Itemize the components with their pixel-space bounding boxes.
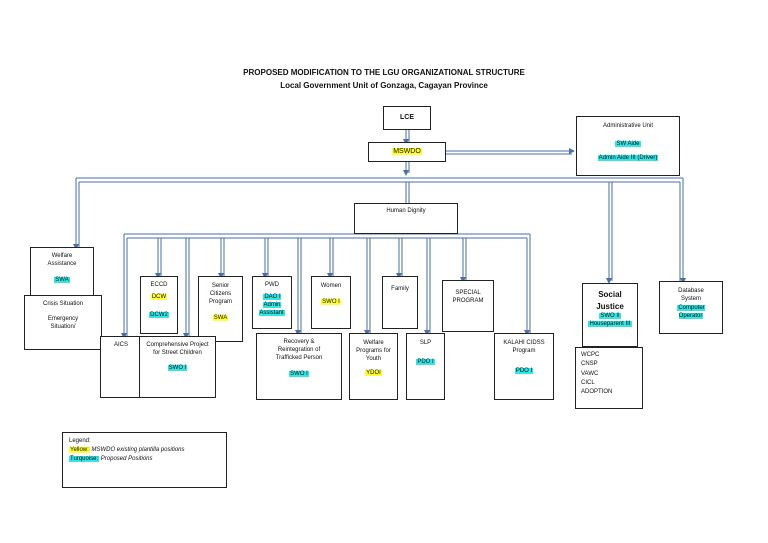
senior-citizens-position: SWA bbox=[212, 315, 229, 322]
crisis-line2: Emergency Situation/ bbox=[47, 316, 79, 331]
crisis-line1: Crisis Situation bbox=[42, 301, 83, 307]
database-system-box: Database System Computer Operator bbox=[659, 281, 723, 334]
mswdo-box: MSWDO bbox=[368, 142, 446, 162]
slp-position: PDO I bbox=[416, 359, 435, 366]
kalahi-cidss-box: KALAHI CIDSS Program PDO I bbox=[494, 333, 554, 400]
kalahi-cidss-title: KALAHI CIDSS Program bbox=[503, 340, 545, 355]
family-box: Family bbox=[382, 276, 418, 329]
women-box: Women SWO I bbox=[311, 276, 351, 329]
pwd-title: PWD bbox=[265, 282, 279, 288]
dcw2-position: DCW2 bbox=[149, 312, 169, 319]
kalahi-cidss-position: PDO I bbox=[514, 368, 534, 375]
comprehensive-project-position: SWO I bbox=[167, 365, 188, 372]
pwd-box: PWD DAO I Admin Assistant bbox=[252, 276, 292, 329]
women-title: Women bbox=[320, 283, 342, 289]
welfare-assistance-position: SWA bbox=[54, 277, 70, 284]
mswdo-label: MSWDO bbox=[392, 148, 422, 155]
recovery-reintegration-title: Recovery & Reintegration of Trafficked P… bbox=[275, 339, 323, 362]
legend-turquoise-label: Turquoise: bbox=[69, 456, 100, 462]
chart-title: PROPOSED MODIFICATION TO THE LGU ORGANIZ… bbox=[243, 68, 525, 77]
admin-aide-position: Admin Aide III (Driver) bbox=[597, 155, 659, 162]
lce-label: LCE bbox=[400, 114, 414, 121]
recovery-reintegration-position: SWO I bbox=[289, 371, 309, 378]
welfare-assistance-box: Welfare Assistance SWA bbox=[30, 247, 94, 297]
social-justice-box: Social Justice SWO II Houseparent III bbox=[582, 283, 638, 347]
recovery-reintegration-box: Recovery & Reintegration of Trafficked P… bbox=[256, 333, 342, 400]
aics-box: AICS bbox=[100, 336, 142, 398]
dcw-position: DCW bbox=[150, 294, 168, 301]
eccd-box: ECCD DCW DCW2 bbox=[140, 276, 178, 334]
database-system-position: Computer Operator bbox=[677, 305, 705, 320]
pwd-position: DAO I Admin Assistant bbox=[259, 294, 285, 317]
youth-programs-box: Welfare Programs for Youth YDOI bbox=[349, 333, 398, 400]
slp-box: SLP PDO I bbox=[406, 333, 445, 400]
youth-programs-title: Welfare Programs for Youth bbox=[356, 340, 391, 363]
slp-title: SLP bbox=[419, 340, 432, 346]
list-item-vawc: VAWC bbox=[581, 370, 599, 377]
sw-aide-position: SW Aide bbox=[615, 141, 641, 148]
list-item-wcpc: WCPC bbox=[581, 352, 600, 358]
comprehensive-project-title: Comprehensive Project for Street Childre… bbox=[146, 342, 209, 357]
eccd-title: ECCD bbox=[150, 282, 168, 288]
legend-box: Legend: Yellow: MSWDO existing plantilla… bbox=[62, 432, 227, 488]
human-dignity-label: Human Dignity bbox=[386, 208, 426, 214]
family-label: Family bbox=[391, 286, 409, 292]
senior-citizens-title: Senior Citizens Program bbox=[208, 283, 232, 306]
swo2-position: SWO II bbox=[599, 313, 621, 320]
welfare-assistance-title: Welfare Assistance bbox=[47, 253, 77, 268]
legend-yellow-text: MSWDO existing plantilla positions bbox=[91, 447, 185, 453]
crisis-situation-box: Crisis Situation Emergency Situation/ bbox=[24, 295, 102, 350]
list-item-cnsp: CNSP bbox=[581, 361, 598, 368]
social-justice-title: Social Justice bbox=[596, 290, 624, 311]
chart-subtitle: Local Government Unit of Gonzaga, Cagaya… bbox=[280, 81, 488, 90]
legend-turquoise-text: Proposed Positions bbox=[100, 456, 153, 462]
social-justice-list: WCPC CNSP VAWC CICL ADOPTION bbox=[575, 347, 643, 409]
senior-citizens-box: Senior Citizens Program SWA bbox=[198, 276, 243, 342]
special-program-box: SPECIAL PROGRAM bbox=[442, 280, 494, 332]
women-position: SWO I bbox=[321, 299, 341, 306]
database-system-title: Database System bbox=[678, 288, 704, 303]
lce-box: LCE bbox=[383, 106, 431, 130]
list-item-cicl: CICL bbox=[581, 379, 595, 386]
youth-programs-position: YDOI bbox=[365, 370, 382, 377]
comprehensive-project-box: Comprehensive Project for Street Childre… bbox=[139, 336, 216, 398]
human-dignity-box: Human Dignity bbox=[354, 203, 458, 234]
special-program-label: SPECIAL PROGRAM bbox=[452, 290, 484, 305]
admin-unit-title: Administrative Unit bbox=[602, 123, 653, 129]
aics-label: AICS bbox=[113, 342, 128, 348]
admin-unit-box: Administrative Unit SW Aide Admin Aide I… bbox=[576, 116, 680, 176]
list-item-adoption: ADOPTION bbox=[581, 389, 613, 396]
legend-yellow-label: Yellow: bbox=[69, 447, 90, 453]
legend-title: Legend: bbox=[69, 438, 91, 444]
houseparent-position: Houseparent III bbox=[588, 321, 632, 328]
